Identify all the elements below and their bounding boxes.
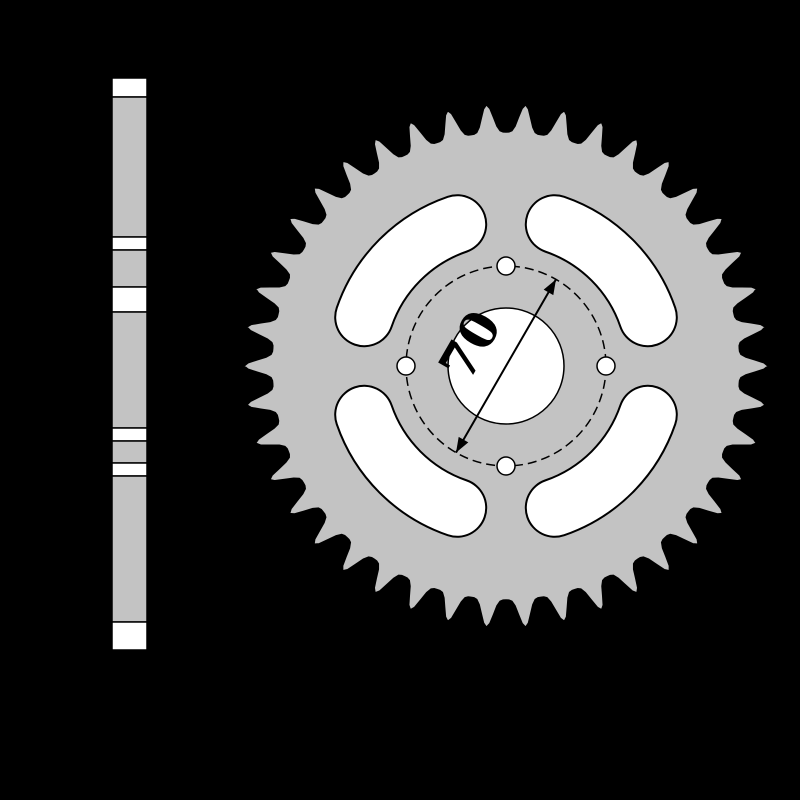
side-view-band — [111, 427, 148, 442]
arrowhead — [456, 436, 469, 453]
side-view-band — [111, 311, 148, 429]
bolt-hole — [396, 356, 416, 376]
side-view-band — [111, 249, 148, 288]
side-view-band — [111, 96, 148, 238]
side-view-band — [111, 621, 148, 651]
sprocket-side-view — [111, 77, 148, 651]
side-view-band — [111, 286, 148, 313]
side-view-band — [111, 236, 148, 251]
slot-hole — [336, 196, 486, 346]
side-view-band — [111, 77, 148, 98]
dimension-arrow — [455, 278, 557, 454]
slot-hole — [336, 386, 486, 536]
side-view-band — [111, 440, 148, 464]
sprocket-front-view — [242, 103, 770, 629]
bolt-hole — [596, 356, 616, 376]
side-view-band — [111, 462, 148, 477]
bolt-hole — [496, 256, 516, 276]
slot-hole — [526, 386, 676, 536]
bolt-hole — [496, 456, 516, 476]
slot-hole — [526, 196, 676, 346]
arrowhead — [543, 279, 556, 296]
side-view-band — [111, 475, 148, 623]
